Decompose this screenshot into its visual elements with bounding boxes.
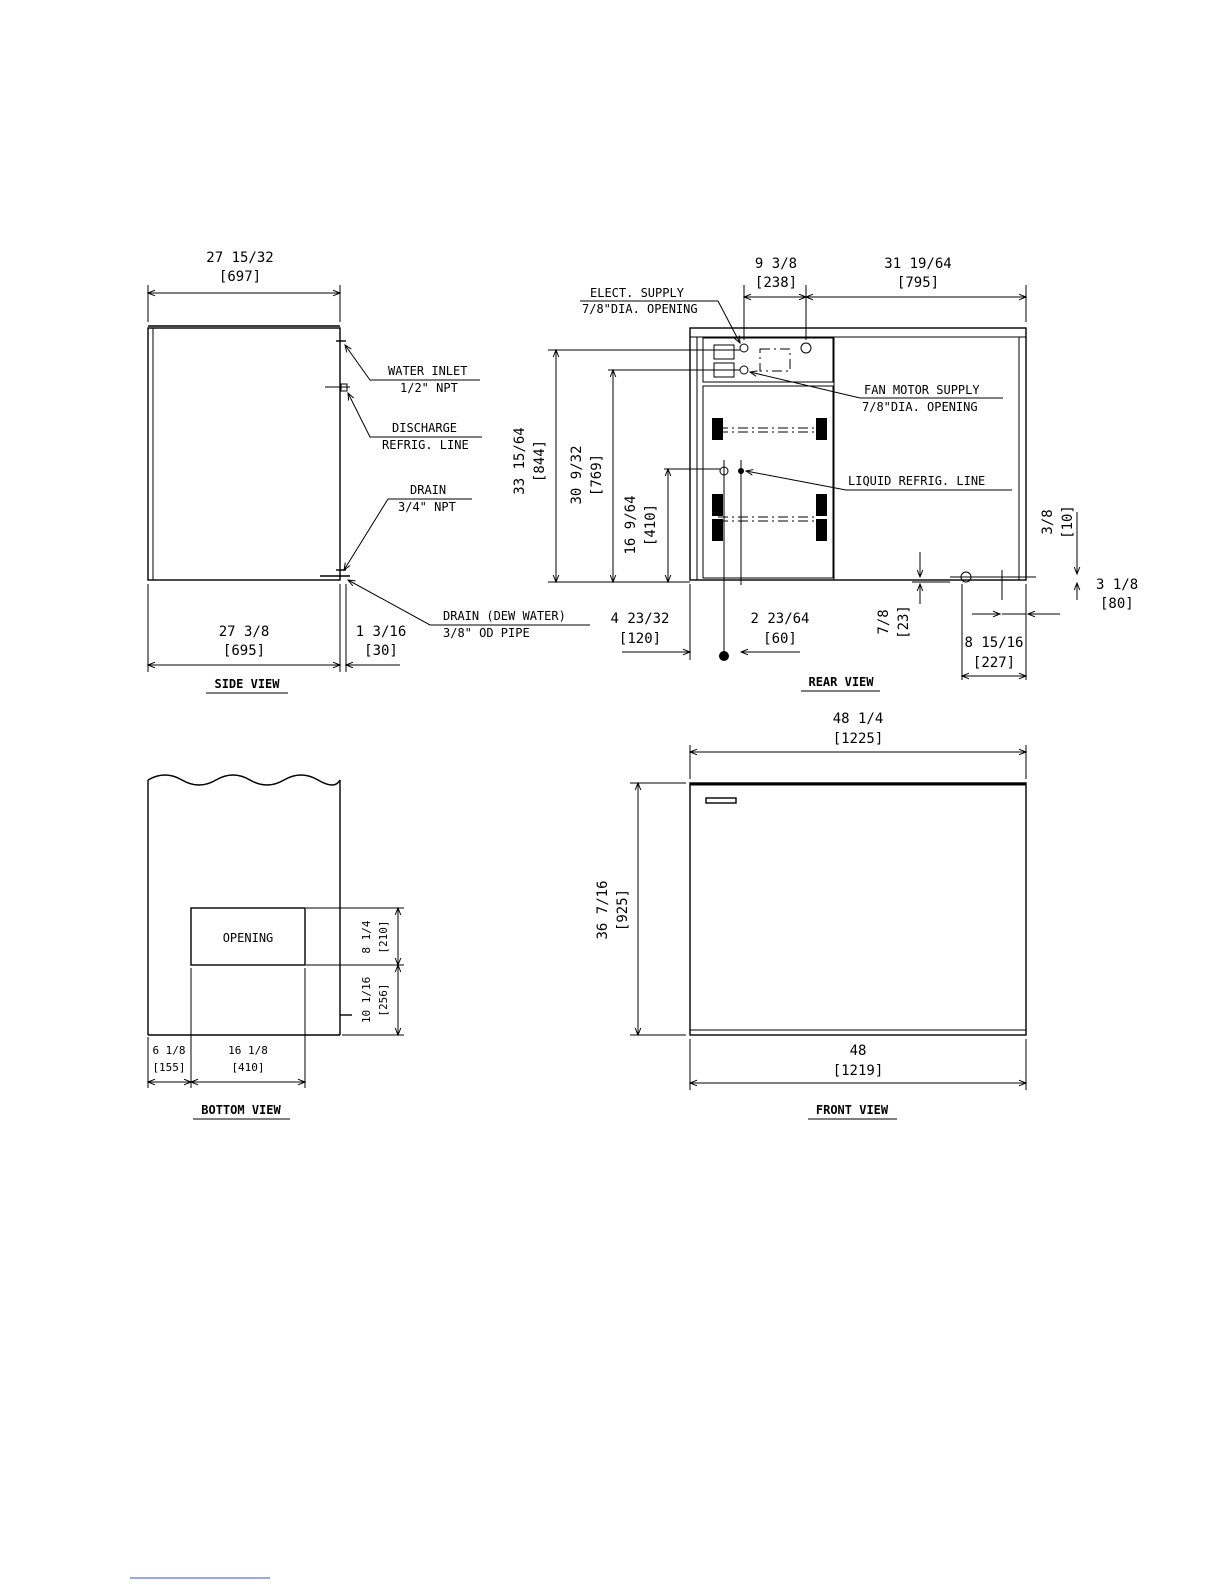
water-inlet-label: WATER INLET [388,364,467,378]
bottom-view-title: BOTTOM VIEW [201,1103,281,1117]
rear-dim-318: 3 1/8 [1096,577,1138,593]
rear-dim-38: 3/8 [1040,509,1056,534]
elect-supply-opening [739,343,749,353]
bottom-dim-w2: 16 1/8 [228,1044,268,1057]
side-dim-top: 27 15/32 [206,250,273,266]
rear-view: 9 3/8 [238] 31 19/64 [795] ELECT. SUPPLY… [512,256,1138,692]
knockout-opening [800,342,812,354]
side-view: 27 15/32 [697] WATER INLET 1/2" NPT DISC… [147,250,590,694]
rear-dim-mid-mm: [60] [763,631,797,647]
rear-dim-318-mm: [80] [1100,596,1134,612]
front-dim-h: 36 7/16 [595,880,611,939]
rear-view-title: REAR VIEW [808,675,874,689]
rear-dim-78: 7/8 [876,609,892,634]
rear-h1-mm: [844] [532,440,548,482]
front-view: 48 1/4 [1225] 36 7/16 [925] 48 [1219] FR… [595,711,1027,1120]
rear-h2: 30 9/32 [569,445,585,504]
rear-dim-815-mm: [227] [973,655,1015,671]
side-view-body [147,327,341,581]
rear-dim-a: 9 3/8 [755,256,797,272]
drain-dew-label: DRAIN (DEW WATER) [443,609,566,623]
side-dim-offset: 1 3/16 [356,624,407,640]
side-dim-bottom-mm: [695] [223,643,265,659]
rear-h1: 33 15/64 [512,427,528,494]
rear-h3-mm: [410] [643,504,659,546]
coil-fin-5 [712,519,723,541]
rear-dim-38-mm: [10] [1060,505,1076,539]
side-dim-top-mm: [697] [219,269,261,285]
drain-label: DRAIN [410,483,446,497]
fan-supply-opening [739,365,749,375]
knockout-outline [759,348,791,372]
discharge-line-label: REFRIG. LINE [382,438,469,452]
rear-dim-b-mm: [795] [897,275,939,291]
fan-motor-label: FAN MOTOR SUPPLY [864,383,980,397]
coil-section [702,385,834,579]
bottom-dim-h2: 10 1/16 [360,977,373,1023]
coil-fin-6 [816,519,827,541]
break-line [147,774,341,786]
bottom-dim-w1: 6 1/8 [152,1044,185,1057]
coil-fin-4 [816,494,827,516]
rear-view-body [689,327,1027,581]
front-view-body [689,782,1027,1036]
bottom-opening [190,907,306,966]
rear-dim-b: 31 19/64 [884,256,951,272]
reference-point [719,651,729,661]
electrical-box [702,337,834,383]
rear-h3: 16 9/64 [623,495,639,554]
coil-fin-2 [816,418,827,440]
bottom-dim-h2-mm: [256] [377,983,390,1016]
bottom-dim-w1-mm: [155] [152,1061,185,1074]
coil-fin-3 [712,494,723,516]
rear-dim-left: 4 23/32 [610,611,669,627]
rear-dim-mid: 2 23/64 [750,611,809,627]
front-dim-h-mm: [925] [615,889,631,931]
bottom-dim-w2-mm: [410] [231,1061,264,1074]
rear-dim-815: 8 15/16 [964,635,1023,651]
side-dim-offset-mm: [30] [364,643,398,659]
bottom-opening-label: OPENING [223,931,274,945]
drain-dew-pipe-label: 3/8" OD PIPE [443,626,530,640]
rear-dim-a-mm: [238] [755,275,797,291]
rear-h2-mm: [769] [589,454,605,496]
elect-supply-label: ELECT. SUPPLY [590,286,685,300]
bottom-dim-h1: 8 1/4 [360,920,373,953]
bottom-dim-h1-mm: [210] [377,920,390,953]
front-dim-top: 48 1/4 [833,711,884,727]
front-dim-bottom: 48 [850,1043,867,1059]
water-inlet-size: 1/2" NPT [400,381,458,395]
bottom-view: OPENING 8 1/4 [210] 10 1/16 [256] 6 1/8 … [147,774,404,1120]
liquid-line-label: LIQUID REFRIG. LINE [848,474,985,488]
discharge-label: DISCHARGE [392,421,457,435]
fan-opening-label: 7/8"DIA. OPENING [862,400,978,414]
front-view-title: FRONT VIEW [816,1103,889,1117]
rear-dim-78-mm: [23] [896,605,912,639]
front-dim-top-mm: [1225] [833,731,884,747]
rear-dim-left-mm: [120] [619,631,661,647]
switch-1 [713,344,735,360]
front-handle [705,797,737,804]
side-dim-bottom: 27 3/8 [219,624,270,640]
front-dim-bottom-mm: [1219] [833,1063,884,1079]
elect-opening-label: 7/8"DIA. OPENING [582,302,698,316]
drain-size-label: 3/4" NPT [398,500,456,514]
side-view-title: SIDE VIEW [214,677,280,691]
coil-fin-1 [712,418,723,440]
